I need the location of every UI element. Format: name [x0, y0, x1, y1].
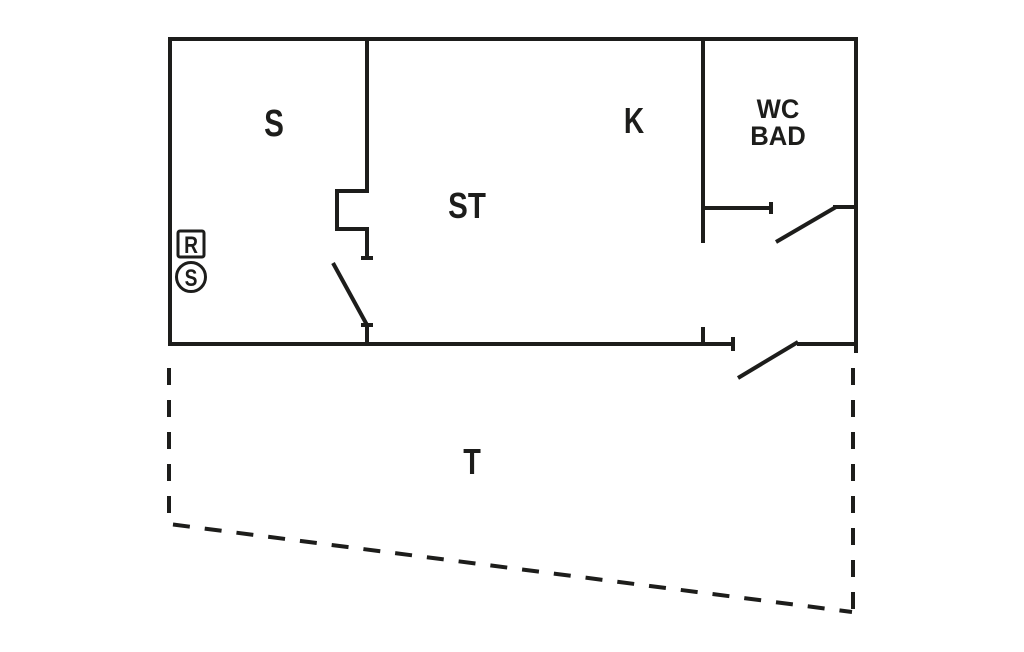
room-label-bad: BAD: [750, 120, 806, 151]
room-label-t: T: [463, 441, 481, 482]
symbol-s-label: S: [185, 264, 198, 292]
outer-wall: [168, 37, 858, 353]
terrace-boundary: [167, 368, 855, 614]
symbol-r-square: [176, 229, 206, 259]
walls: [168, 37, 858, 380]
terrace-boundary-left-and-bottom: [167, 368, 853, 614]
door-terrace-leaf: [736, 340, 800, 380]
room-label-k: K: [624, 101, 644, 141]
wall-s-st-with-niche: [335, 37, 369, 258]
door-wc-leaf: [774, 205, 838, 244]
room-label-s: S: [264, 103, 284, 145]
door-s-leaf: [331, 262, 369, 326]
symbol-r-label: R: [184, 231, 198, 259]
room-label-wc: WC: [757, 93, 800, 124]
plan-symbols: R S: [175, 229, 207, 293]
symbol-s-circle: [175, 261, 207, 293]
room-label-st: ST: [448, 185, 486, 225]
room-labels: S ST K WC BAD T: [264, 93, 806, 481]
